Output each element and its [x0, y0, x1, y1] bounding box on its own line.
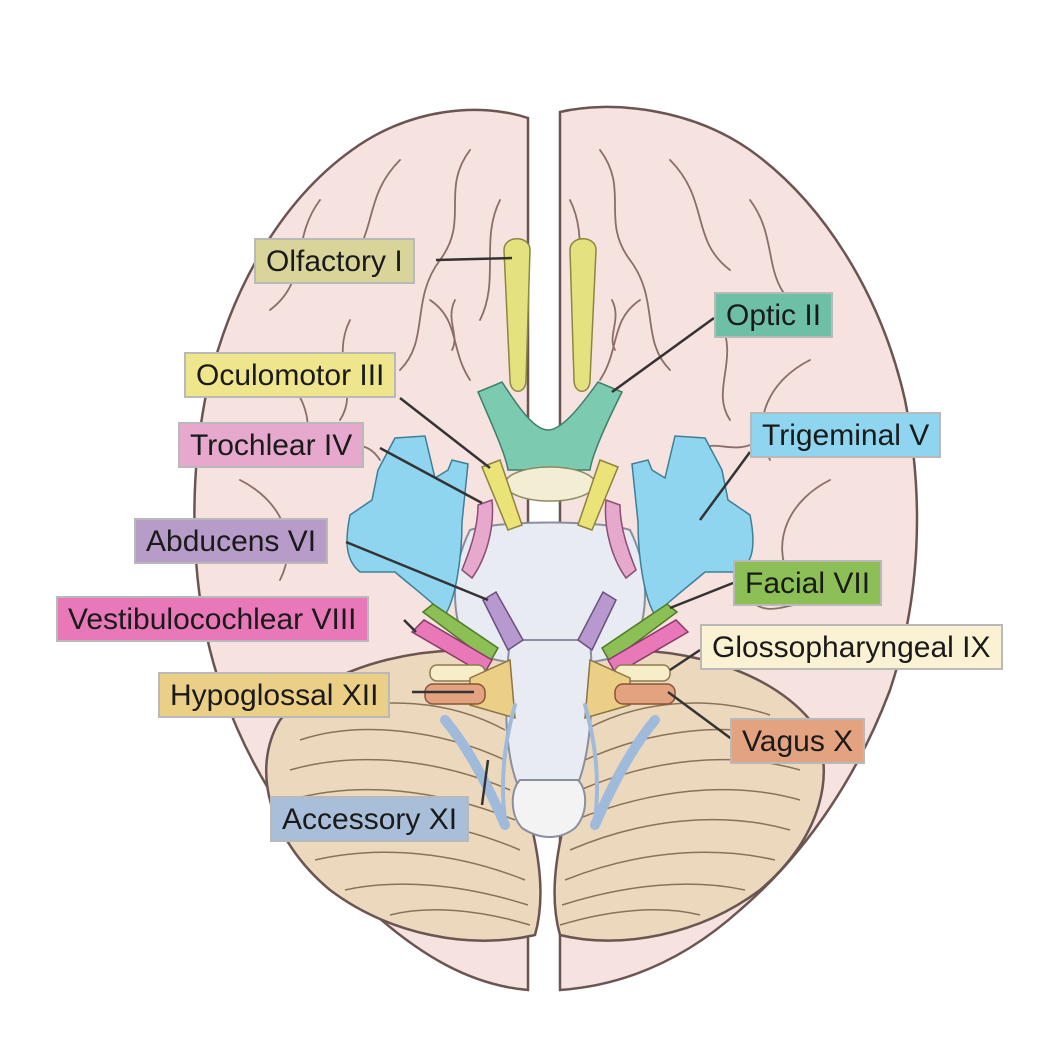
trigeminal-right	[631, 435, 754, 617]
leader-accessory	[480, 759, 490, 806]
label-accessory: Accessory XI	[270, 796, 470, 842]
leader-vestibulocochlear	[403, 619, 417, 633]
label-olfactory: Olfactory I	[254, 238, 415, 284]
trochlear-nerves	[461, 498, 637, 580]
trigeminal-left	[346, 435, 469, 617]
leader-lines	[345, 256, 752, 806]
abducens-nerves	[482, 590, 617, 652]
leader-glossopharyngeal	[669, 648, 701, 672]
label-abducens: Abducens VI	[134, 518, 329, 564]
label-trigeminal: Trigeminal V	[750, 412, 942, 458]
optic-chiasm	[477, 381, 624, 471]
medulla	[505, 639, 593, 791]
accessory-nerves	[440, 715, 660, 830]
oculomotor-nerves	[481, 459, 619, 531]
cerebellum-left	[265, 649, 542, 942]
leader-trochlear	[379, 446, 483, 505]
leader-facial	[669, 581, 734, 610]
leader-optic	[611, 316, 715, 394]
leader-vagus	[667, 690, 734, 742]
hypothalamus	[504, 466, 596, 502]
label-trochlear: Trochlear IV	[178, 422, 365, 468]
label-hypoglossal: Hypoglossal XII	[158, 672, 391, 718]
trigeminal-nerves	[346, 435, 754, 617]
spinal-cord-section	[511, 779, 587, 838]
olfactory-bulb-right	[569, 238, 597, 392]
accessory-rootlets	[501, 703, 599, 822]
leader-olfactory	[435, 256, 513, 262]
olfactory-nerves	[503, 238, 597, 392]
leader-trigeminal	[698, 451, 752, 521]
label-vagus: Vagus X	[730, 718, 866, 764]
leader-abducens	[345, 540, 489, 602]
label-glossopharyngeal: Glossopharyngeal IX	[700, 624, 1003, 670]
vagus-nerves	[424, 683, 676, 705]
label-vestibulocochlear: Vestibulocochlear VIII	[56, 596, 369, 642]
label-facial: Facial VII	[733, 560, 883, 606]
label-oculomotor: Oculomotor III	[184, 352, 397, 398]
vestibulocochlear-nerves	[410, 619, 690, 676]
olfactory-bulb-left	[503, 238, 531, 392]
leader-oculomotor	[399, 397, 491, 469]
label-optic: Optic II	[714, 292, 834, 338]
